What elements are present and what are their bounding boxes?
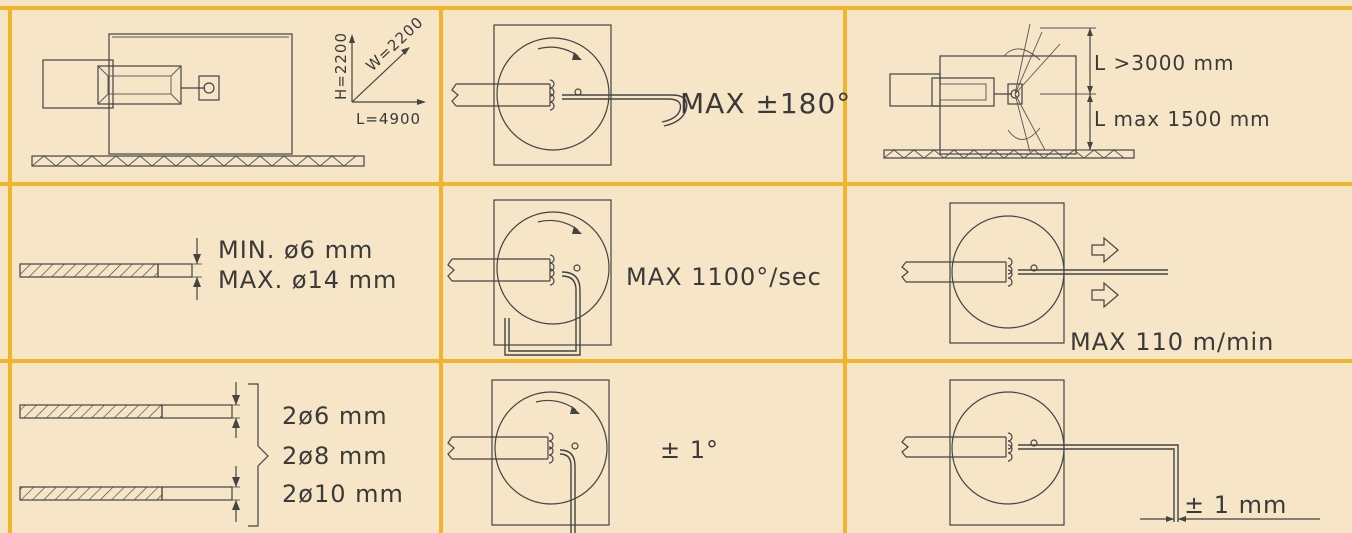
cell-feed-speed: MAX 110 m/min: [901, 202, 1274, 356]
feed-speed-label: MAX 110 m/min: [1070, 328, 1274, 356]
bending-head: [451, 24, 688, 166]
bending-head-speed: [447, 199, 612, 356]
angle-accuracy-label: ± 1°: [660, 436, 719, 464]
cell-length-accuracy: ± 1 mm: [901, 379, 1320, 526]
feed-arrows: [1091, 236, 1119, 309]
bending-head-feed: [901, 202, 1168, 344]
grid-lines: [0, 6, 1352, 533]
bending-head-angle: [447, 379, 610, 533]
cell-bending-height: L >3000 mm L max 1500 mm: [883, 23, 1271, 159]
bar-section: [19, 238, 202, 300]
speed-label: MAX 1100°/sec: [626, 263, 822, 291]
lower-height-label: L max 1500 mm: [1094, 107, 1271, 131]
length-label: L=4900: [356, 110, 421, 128]
width-label: W=2200: [362, 13, 427, 75]
rotation-label: MAX ±180°: [680, 87, 851, 120]
cell-rotation-speed: MAX 1100°/sec: [447, 199, 822, 356]
cell-diameter-single: MIN. ø6 mm MAX. ø14 mm: [19, 236, 397, 300]
machine-view-small: [883, 23, 1135, 159]
double-diameter-10: 2ø10 mm: [282, 480, 404, 508]
min-diameter-label: MIN. ø6 mm: [218, 236, 373, 264]
double-diameter-8: 2ø8 mm: [282, 442, 388, 470]
double-bar-section: [19, 382, 269, 527]
upper-height-label: L >3000 mm: [1094, 51, 1234, 75]
length-accuracy-label: ± 1 mm: [1184, 491, 1287, 519]
cell-diameter-double: 2ø6 mm 2ø8 mm 2ø10 mm: [19, 382, 404, 527]
height-label: H=2200: [332, 32, 350, 100]
bending-head-length: [901, 379, 1179, 526]
machine-side-view: [31, 33, 365, 167]
height-dimension: [1040, 27, 1096, 151]
max-diameter-label: MAX. ø14 mm: [218, 266, 397, 294]
cell-rotation: MAX ±180°: [451, 24, 851, 166]
axis-arrows: [349, 34, 426, 105]
tolerance-dimension: [1140, 516, 1320, 522]
cell-angle-accuracy: ± 1°: [447, 379, 719, 533]
double-diameter-6: 2ø6 mm: [282, 402, 388, 430]
cell-dimensions: H=2200 W=2200 L=4900: [31, 13, 427, 167]
